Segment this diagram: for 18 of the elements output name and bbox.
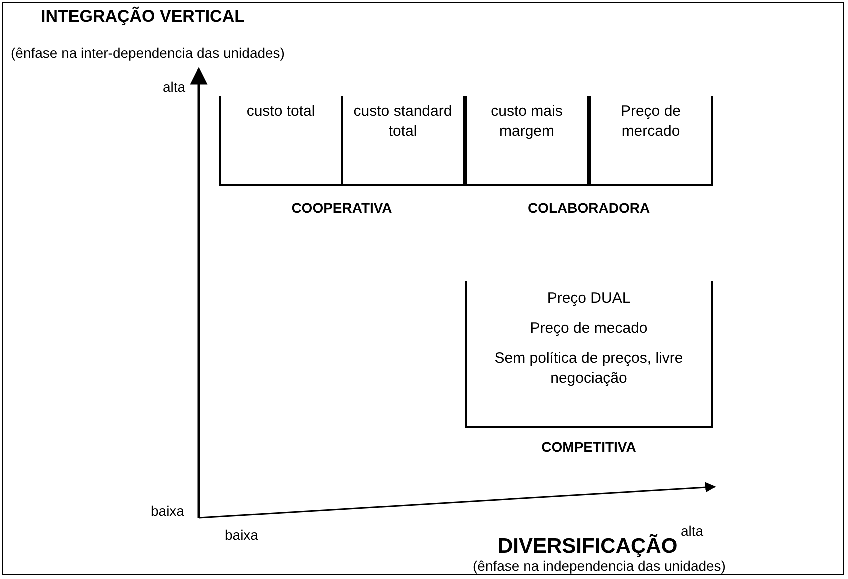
axis-tick-label: baixa: [225, 527, 258, 543]
axis-title: DIVERSIFICAÇÃO: [498, 535, 678, 559]
axis-tick-label: alta: [163, 79, 186, 95]
category-heading: COOPERATIVA: [292, 200, 392, 216]
pricing-option-text: Sem política de preços, livre negociação: [494, 349, 684, 389]
pricing-method-cell: custo total: [219, 96, 343, 186]
axis-title: INTEGRAÇÃO VERTICAL: [41, 7, 245, 27]
axis-subtitle: (ênfase na independencia das unidades): [473, 558, 726, 574]
axis-tick-label: baixa: [151, 503, 184, 519]
axis-subtitle: (ênfase na inter-dependencia das unidades): [11, 45, 285, 61]
axis-tick-label: alta: [681, 523, 704, 539]
category-heading: COMPETITIVA: [542, 439, 636, 455]
pricing-method-cell: custo standard total: [341, 96, 465, 186]
category-heading: COLABORADORA: [528, 200, 650, 216]
pricing-option-text: Preço DUAL: [546, 289, 632, 309]
pricing-option-text: Preço de mecado: [529, 319, 649, 339]
pricing-method-cell: Preço de mercado: [589, 96, 713, 186]
pricing-method-cell: custo mais margem: [465, 96, 589, 186]
